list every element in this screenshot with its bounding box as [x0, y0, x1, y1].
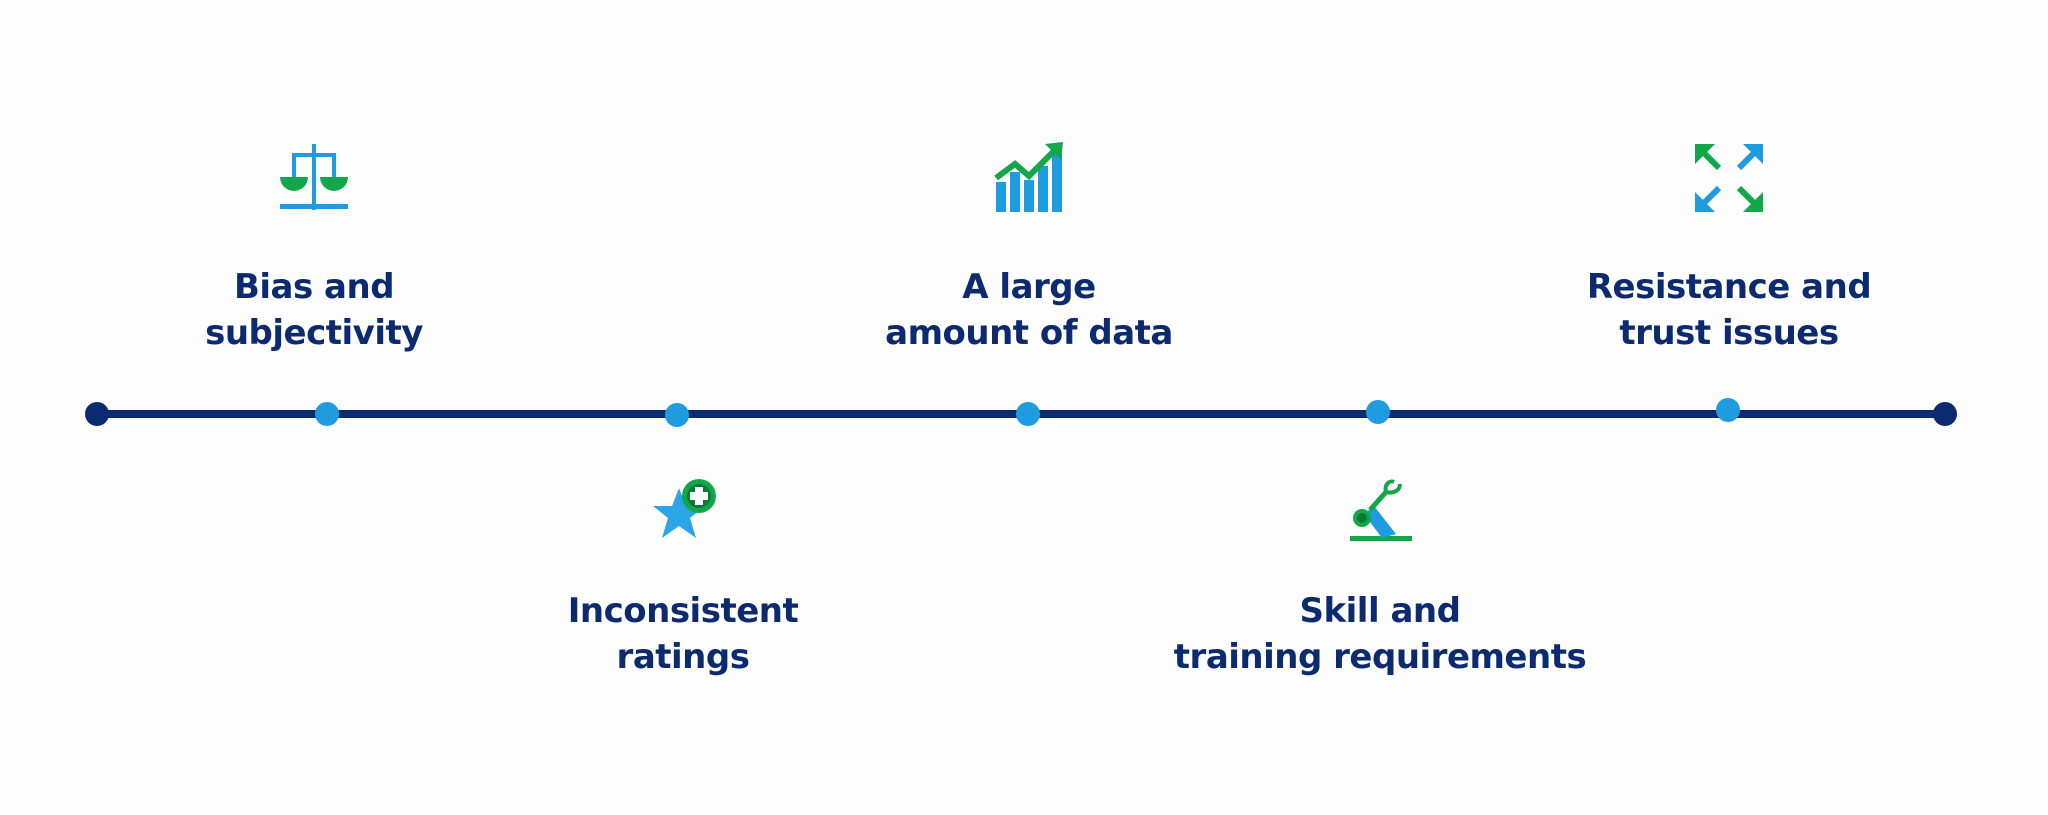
item-label-line1: Inconsistent [567, 591, 799, 631]
item-label-line2: training requirements [1173, 637, 1587, 677]
timeline-item-skill: Skill and training requirements [1160, 474, 1600, 680]
item-label: Skill and training requirements [1160, 588, 1600, 680]
item-label-line2: trust issues [1619, 313, 1839, 353]
robotic-arm-icon [1350, 479, 1412, 541]
timeline-item-resistance: Resistance and trust issues [1509, 142, 1949, 356]
timeline-node-skill [1366, 400, 1390, 424]
timeline-item-bias: Bias and subjectivity [94, 142, 534, 356]
item-label: Bias and subjectivity [94, 264, 534, 356]
expand-arrows-icon [1695, 144, 1763, 212]
item-label-line1: A large [962, 267, 1096, 307]
timeline-start-dot [85, 402, 109, 426]
timeline-node-data [1016, 402, 1040, 426]
timeline-item-ratings: Inconsistent ratings [463, 474, 903, 680]
timeline-end-dot [1933, 402, 1957, 426]
star-plus-icon [653, 479, 716, 538]
item-label-line1: Bias and [233, 267, 395, 307]
growth-chart-icon [994, 142, 1063, 212]
timeline-item-data: A large amount of data [809, 142, 1249, 356]
item-label-line1: Skill and [1299, 591, 1461, 631]
item-label-line2: subjectivity [205, 313, 423, 353]
scales-icon [280, 144, 348, 210]
item-label: Inconsistent ratings [463, 588, 903, 680]
item-label-line2: amount of data [885, 313, 1173, 353]
timeline-node-bias [315, 402, 339, 426]
timeline-node-ratings [665, 403, 689, 427]
item-label-line1: Resistance and [1586, 267, 1872, 307]
timeline-node-resistance [1716, 398, 1740, 422]
item-label: A large amount of data [809, 264, 1249, 356]
item-label: Resistance and trust issues [1509, 264, 1949, 356]
item-label-line2: ratings [616, 637, 750, 677]
